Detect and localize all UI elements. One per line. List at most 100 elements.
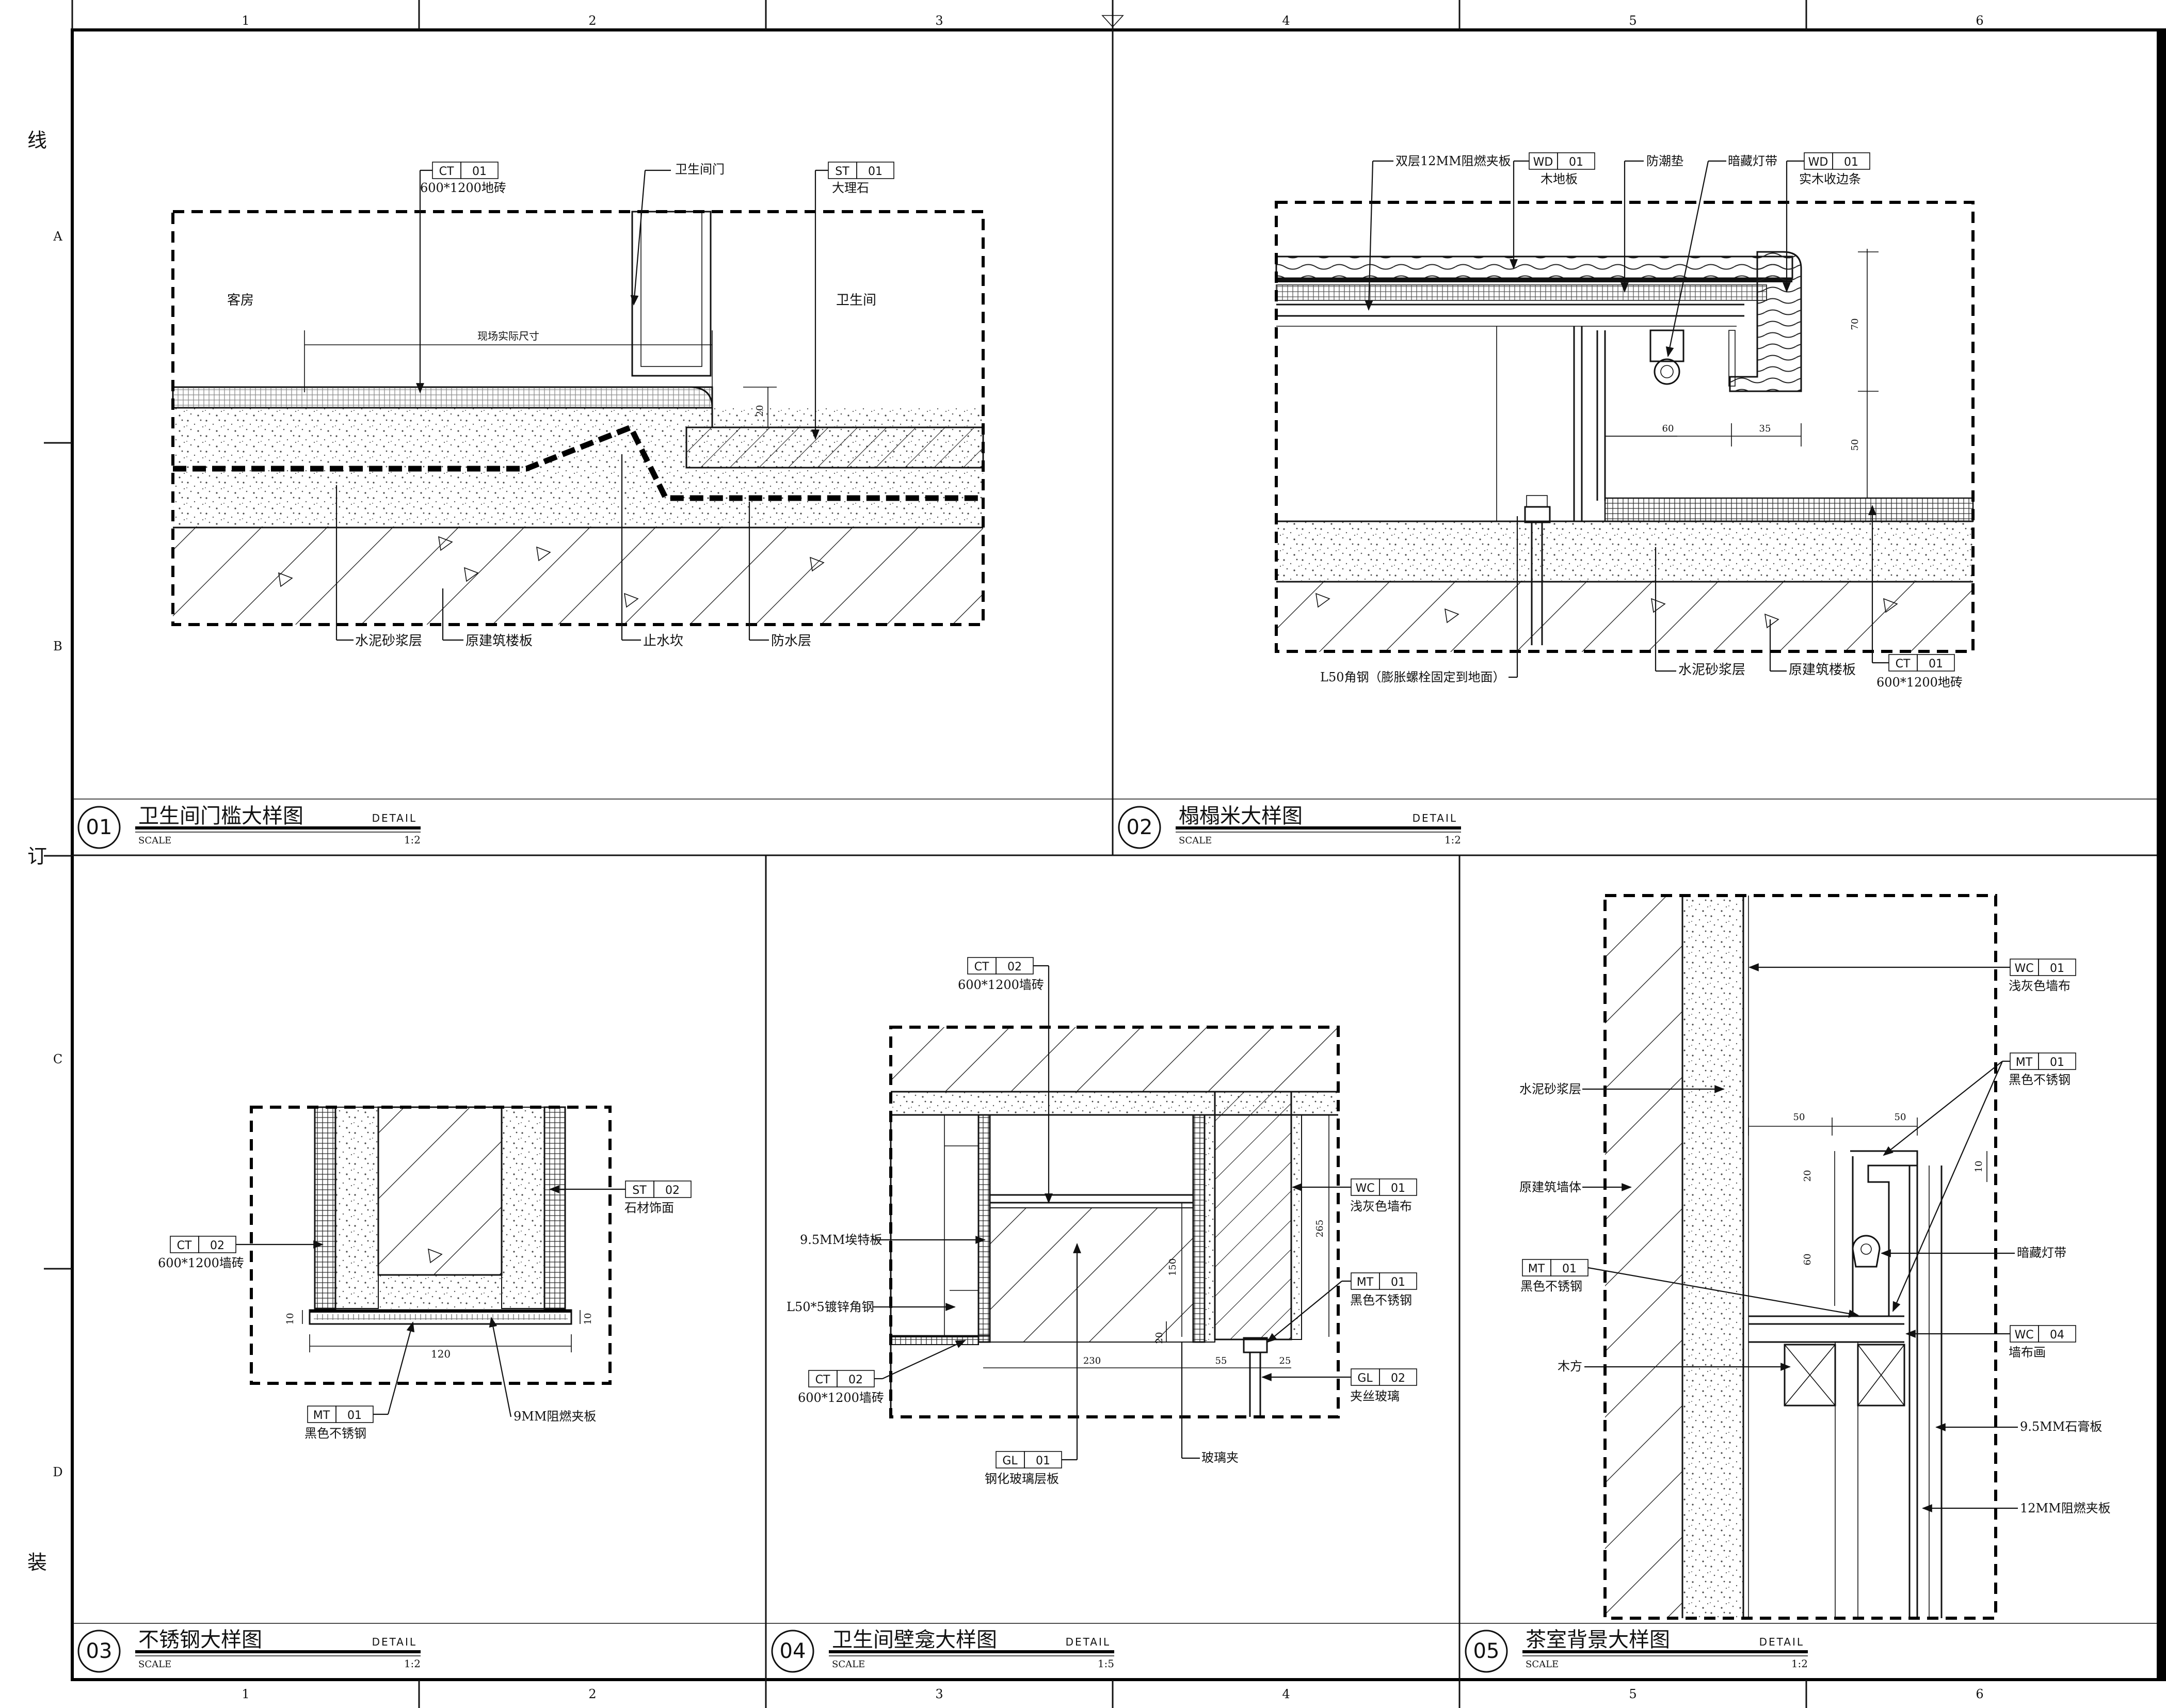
svg-text:01: 01: [1391, 1276, 1405, 1289]
svg-text:黑色不锈钢: 黑色不锈钢: [304, 1426, 366, 1441]
detail-number-circle: [771, 1630, 814, 1673]
svg-text:02: 02: [210, 1239, 224, 1252]
col-label: 2: [588, 13, 596, 28]
svg-text:600*1200地砖: 600*1200地砖: [420, 181, 506, 195]
col-label: 1: [242, 13, 249, 28]
svg-text:02: 02: [1007, 961, 1022, 973]
col-label: 6: [1976, 13, 1983, 28]
dim-20: 20: [1802, 1170, 1813, 1182]
title-bar-01: 01 卫生间门槛大样图 DETAIL SCALE 1:2: [77, 804, 421, 849]
detail-number: 03: [86, 1639, 113, 1663]
material-tag: ST 01 大理石: [811, 162, 894, 440]
material-tag: MT 01 黑色不锈钢: [304, 1321, 415, 1441]
title-bar-05: 05 茶室背景大样图 DETAIL SCALE 1:2: [1465, 1628, 1808, 1673]
detail-04-annotations: CT 02 600*1200墙砖 9.5MM埃特板 L50*5镀锌角钢 CT 0…: [787, 957, 1417, 1486]
svg-text:实木收边条: 实木收边条: [1799, 172, 1861, 186]
sheet-frame: [44, 0, 2166, 1708]
detail-05-drawing: [1603, 894, 1997, 1620]
title-bar-04: 04 卫生间壁龛大样图 DETAIL SCALE 1:5: [771, 1628, 1114, 1673]
detail-03-drawing: [250, 1106, 612, 1385]
detail-tag: DETAIL: [372, 1636, 417, 1648]
svg-text:浅灰色墙布: 浅灰色墙布: [1350, 1199, 1412, 1214]
dim-70: 70: [1850, 318, 1860, 330]
label-led: 暗藏灯带: [2017, 1246, 2066, 1260]
col-label: 4: [1282, 13, 1290, 28]
material-tag: MT 01 黑色不锈钢: [1520, 1259, 1859, 1318]
col-label: 4: [1282, 1687, 1290, 1701]
material-tag: ST 02 石材饰面: [549, 1180, 692, 1215]
detail-title: 榻榻米大样图: [1179, 804, 1303, 828]
svg-text:WC: WC: [2014, 1329, 2033, 1342]
material-tag: MT 01 黑色不锈钢: [1883, 1052, 2076, 1312]
col-label: 1: [242, 1687, 249, 1701]
svg-text:黑色不锈钢: 黑色不锈钢: [1520, 1279, 1582, 1294]
material-tag: WC 01 浅灰色墙布: [1748, 959, 2076, 993]
svg-text:浅灰色墙布: 浅灰色墙布: [2009, 979, 2071, 993]
svg-text:大理石: 大理石: [832, 181, 869, 195]
binding-mark: 线: [27, 129, 47, 152]
scale-label: SCALE: [832, 1659, 865, 1670]
col-label: 6: [1976, 1687, 1983, 1701]
svg-text:01: 01: [1036, 1455, 1050, 1467]
label-room-right: 卫生间: [836, 293, 876, 308]
detail-02-annotations: 双层12MM阻燃夹板 WD 01 木地板 防潮垫 暗藏灯带 WD 01 实木收边…: [1320, 152, 1963, 690]
label-wall: 原建筑墙体: [1519, 1180, 1581, 1194]
detail-03-annotations: ST 02 石材饰面 CT 02 600*1200墙砖 MT 01 黑色不锈钢 …: [158, 1180, 692, 1441]
scale-label: SCALE: [1526, 1659, 1559, 1670]
scale-value: 1:5: [1098, 1657, 1114, 1670]
svg-text:01: 01: [1562, 1263, 1577, 1275]
material-tag: CT 02 600*1200墙砖: [158, 1236, 324, 1270]
dim-265: 265: [1314, 1220, 1325, 1237]
label-ply: 9MM阻燃夹板: [514, 1409, 596, 1424]
svg-text:WC: WC: [1355, 1182, 1374, 1195]
svg-text:600*1200墙砖: 600*1200墙砖: [798, 1391, 884, 1405]
col-label: 5: [1629, 1687, 1636, 1701]
label-clip: 玻璃夹: [1201, 1450, 1239, 1465]
label-led: 暗藏灯带: [1728, 154, 1777, 168]
svg-text:01: 01: [1929, 658, 1943, 671]
dim-150: 150: [1167, 1258, 1178, 1276]
title-bar-02: 02 榻榻米大样图 DETAIL SCALE 1:2: [1118, 804, 1461, 849]
detail-title: 茶室背景大样图: [1526, 1628, 1670, 1652]
scale-value: 1:2: [404, 1657, 421, 1670]
label-curb: 止水坎: [643, 633, 683, 649]
detail-01-annotations: CT 01 600*1200地砖 ST 01 大理石 卫生间门 客房 卫生间 现…: [227, 162, 894, 649]
svg-text:石材饰面: 石材饰面: [624, 1201, 674, 1215]
svg-text:GL: GL: [1002, 1455, 1018, 1467]
svg-text:WD: WD: [1808, 156, 1828, 169]
row-label: A: [53, 229, 62, 244]
svg-text:ST: ST: [835, 165, 849, 178]
label-mortar: 水泥砂浆层: [1519, 1082, 1581, 1096]
svg-text:CT: CT: [177, 1239, 192, 1252]
svg-text:01: 01: [1844, 156, 1858, 169]
svg-text:木地板: 木地板: [1541, 172, 1578, 186]
detail-tag: DETAIL: [1759, 1636, 1804, 1648]
material-tag: WD 01 实木收边条: [1783, 152, 1870, 293]
detail-02-drawing: [1275, 201, 1975, 653]
svg-text:02: 02: [665, 1184, 680, 1197]
detail-tag: DETAIL: [1066, 1636, 1111, 1648]
svg-text:02: 02: [1391, 1372, 1405, 1385]
label-slab: 原建筑楼板: [466, 633, 533, 649]
dim-120: 120: [431, 1348, 451, 1360]
dim-55: 55: [1215, 1355, 1227, 1366]
panel-dividers: [72, 30, 2166, 1680]
label-batten: 木方: [1558, 1359, 1582, 1374]
binding-mark: 装: [27, 1551, 47, 1574]
detail-title: 卫生间门槛大样图: [138, 804, 303, 828]
label-mortar: 水泥砂浆层: [355, 633, 422, 649]
dim-10: 10: [583, 1313, 593, 1325]
label-waterproof: 防水层: [771, 633, 811, 649]
material-tag: WD 01 木地板: [1510, 152, 1595, 269]
dim-60: 60: [1662, 423, 1674, 434]
material-tag: CT 01 600*1200地砖: [416, 162, 506, 393]
svg-text:黑色不锈钢: 黑色不锈钢: [2009, 1073, 2071, 1087]
dim-230: 230: [1083, 1355, 1101, 1366]
label-angle: L50角钢（膨胀螺栓固定到地面）: [1320, 670, 1505, 684]
label-room-left: 客房: [227, 293, 254, 308]
detail-title: 卫生间壁龛大样图: [832, 1628, 997, 1652]
scale-value: 1:2: [404, 834, 421, 846]
dim-50: 50: [1850, 439, 1860, 451]
scale-label: SCALE: [138, 1659, 171, 1670]
